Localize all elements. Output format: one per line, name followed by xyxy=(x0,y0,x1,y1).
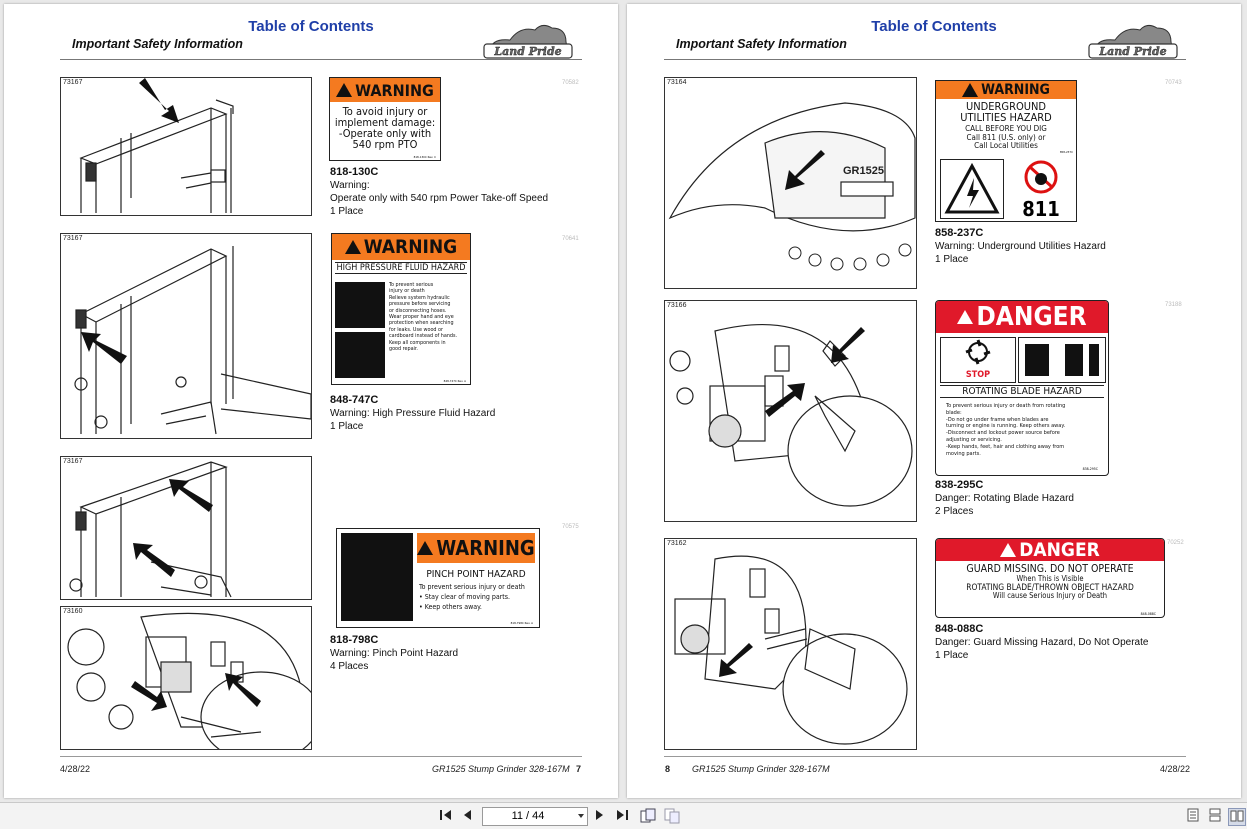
facing-pages-view-button[interactable] xyxy=(1228,808,1246,826)
single-page-view-button[interactable] xyxy=(1186,808,1200,824)
hand-foot-injury-icon xyxy=(1018,337,1106,383)
previous-page-icon xyxy=(464,810,471,820)
svg-text:Land Pride: Land Pride xyxy=(493,45,561,58)
facing-pages-icon xyxy=(1230,810,1244,822)
decal-danger-blade: DANGER STOP ROTATING BLADE HAZARD To pre… xyxy=(935,300,1109,476)
decal-id: 70641 xyxy=(562,236,579,242)
pinch-point-icon xyxy=(341,533,413,621)
call-811-badge: 811 xyxy=(1022,197,1060,221)
footer-date: 4/28/22 xyxy=(1160,764,1191,774)
header-rule xyxy=(60,59,582,60)
illustration-frame-gearbox: 73160 xyxy=(60,606,312,750)
figure-number: 73167 xyxy=(63,458,83,465)
svg-text:Land Pride: Land Pride xyxy=(1098,45,1166,58)
part-description: 818-798C Warning: Pinch Point Hazard 4 P… xyxy=(330,634,459,672)
page-select-value: 11 / 44 xyxy=(511,810,545,822)
decal-id: 70743 xyxy=(1165,80,1182,86)
part-description: 818-130C Warning: Operate only with 540 … xyxy=(330,166,549,217)
footer-rule xyxy=(60,756,582,757)
page-number: 8 xyxy=(665,764,671,774)
continuous-view-button[interactable] xyxy=(1208,808,1222,824)
next-page-button[interactable] xyxy=(594,808,606,824)
go-back-button[interactable] xyxy=(640,808,656,824)
land-pride-logo: Land Pride xyxy=(1088,24,1178,59)
illustration-frame-pressure: 73167 xyxy=(60,233,312,439)
electrocution-icon xyxy=(940,159,1004,219)
illustration-frame-top: 73167 xyxy=(60,77,312,216)
no-digging-icon: 811 xyxy=(1010,159,1072,221)
table-of-contents-link[interactable]: Table of Contents xyxy=(248,18,374,35)
figure-number: 73166 xyxy=(667,302,687,309)
decal-id: 70575 xyxy=(562,524,579,530)
footer-title: GR1525 Stump Grinder 328-167M xyxy=(692,764,830,774)
last-page-icon xyxy=(617,810,628,820)
decal-warning-fluid: WARNING HIGH PRESSURE FLUID HAZARD To pr… xyxy=(331,233,471,385)
go-forward-view-icon xyxy=(664,808,680,824)
footer-date: 4/28/22 xyxy=(60,764,91,774)
document-page-8: Table of Contents Important Safety Infor… xyxy=(627,4,1241,798)
page-number: 7 xyxy=(576,764,582,774)
viewer-toolbar: 11 / 44 xyxy=(0,802,1247,829)
part-description: 848-088C Danger: Guard Missing Hazard, D… xyxy=(935,623,1149,661)
illustration-frame-guard-front: 73164 GR1525 xyxy=(664,77,917,289)
go-forward-button[interactable] xyxy=(664,808,680,824)
footer-title: GR1525 Stump Grinder 328-167M xyxy=(432,764,570,774)
section-title: Important Safety Information xyxy=(72,37,243,51)
svg-text:GR1525: GR1525 xyxy=(843,165,884,177)
figure-number: 73162 xyxy=(667,540,687,547)
header-rule xyxy=(664,59,1186,60)
last-page-button[interactable] xyxy=(615,808,629,824)
illustration-frame-blade: 73166 xyxy=(664,300,917,522)
figure-number: 73160 xyxy=(63,608,83,615)
first-page-button[interactable] xyxy=(439,808,453,824)
illustration-frame-pinch: 73167 xyxy=(60,456,312,600)
part-description: 838-295C Danger: Rotating Blade Hazard 2… xyxy=(935,479,1074,517)
table-of-contents-link[interactable]: Table of Contents xyxy=(871,18,997,35)
document-page-7: Table of Contents Important Safety Infor… xyxy=(4,4,618,798)
figure-number: 73167 xyxy=(63,235,83,242)
rotating-blade-icon: STOP xyxy=(940,337,1016,383)
land-pride-logo: Land Pride xyxy=(483,24,573,59)
part-description: 848-747C Warning: High Pressure Fluid Ha… xyxy=(330,394,496,432)
hand-injection-icon xyxy=(335,332,385,378)
continuous-page-icon xyxy=(1209,808,1221,822)
eye-protection-icon xyxy=(335,282,385,328)
page-select[interactable]: 11 / 44 xyxy=(482,807,588,826)
figure-number: 73164 xyxy=(667,79,687,86)
figure-number: 73167 xyxy=(63,79,83,86)
next-page-icon xyxy=(596,810,603,820)
go-back-view-icon xyxy=(640,808,656,823)
decal-warning-pinch: WARNING PINCH POINT HAZARD To prevent se… xyxy=(336,528,540,628)
illustration-frame-guard-missing: 73162 xyxy=(664,538,917,750)
first-page-icon xyxy=(440,810,451,820)
chevron-down-icon xyxy=(578,814,584,818)
decal-danger-guard-missing: DANGER GUARD MISSING. DO NOT OPERATE Whe… xyxy=(935,538,1165,618)
part-description: 858-237C Warning: Underground Utilities … xyxy=(935,227,1106,265)
previous-page-button[interactable] xyxy=(461,808,473,824)
decal-id: 73188 xyxy=(1165,302,1182,308)
footer-rule xyxy=(664,756,1186,757)
section-title: Important Safety Information xyxy=(676,37,847,51)
single-page-icon xyxy=(1187,808,1199,822)
decal-id: 70582 xyxy=(562,80,579,86)
decal-id: 70252 xyxy=(1167,540,1184,546)
